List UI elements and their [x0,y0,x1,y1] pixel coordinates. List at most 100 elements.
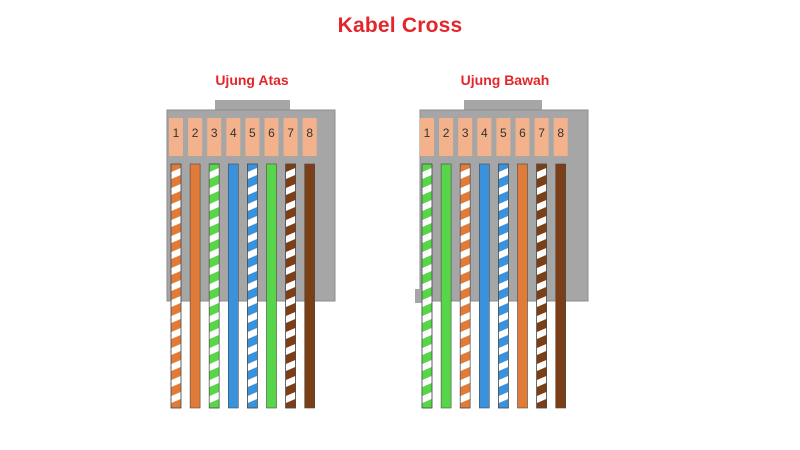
wire-stripe [422,344,432,355]
wire-stripe [498,392,508,403]
wire-stripe [171,312,181,323]
wire-stripe [537,360,547,371]
wire-stripe [286,280,296,291]
wire-stripe [286,216,296,227]
wire-stripe [209,376,219,387]
pin-number: 3 [462,126,469,140]
wire-stripe [209,296,219,307]
wire-stripe [286,344,296,355]
wire-stripe [171,168,181,179]
wire-6 [266,163,277,409]
wire-stripe [460,376,470,387]
wire-stripe [171,264,181,275]
wire-stripe [286,264,296,275]
wire-stripe [498,168,508,179]
wire-stripe [247,168,257,179]
pin-number: 7 [538,126,545,140]
wire-stripe [537,168,547,179]
wire-7 [285,163,296,409]
wire-stripe [247,216,257,227]
pin-slot [553,118,568,156]
wire-5 [498,163,509,409]
wire-stripe [247,376,257,387]
wire-stripe [209,216,219,227]
wire-stripe [460,328,470,339]
wire-stripe [286,200,296,211]
wire-stripe [537,200,547,211]
wire-stripe [247,264,257,275]
wire-stripe [460,392,470,403]
pin-slot [226,118,241,156]
wire-stripe [422,312,432,323]
wire-stripe [422,216,432,227]
wire-3 [208,163,220,409]
pin-number: 4 [481,126,488,140]
wire-stripe [209,248,219,259]
wire-5 [247,163,258,409]
wire-stripe [460,264,470,275]
wire-stripe [247,392,257,403]
pin-slot [302,118,317,156]
wire-outline [421,163,433,409]
wire-base [266,163,277,409]
wire-stripe [460,312,470,323]
wire-stripe [498,280,508,291]
pin-slot [283,118,298,156]
pin-number: 2 [443,126,450,140]
wire-stripe [422,376,432,387]
wire-stripe [247,232,257,243]
wire-stripe [537,232,547,243]
connector-tab [464,100,542,111]
pin-slot [169,118,183,156]
wire-stripe [247,312,257,323]
wire-stripe [498,376,508,387]
wire-stripe [498,200,508,211]
wire-stripe [286,360,296,371]
wire-stripe [422,248,432,259]
wire-1 [170,163,182,409]
pin-number: 5 [249,126,256,140]
wire-stripe [209,200,219,211]
wire-stripe [286,248,296,259]
housing-clip [415,289,422,303]
wire-4 [228,163,239,409]
wire-stripe [498,264,508,275]
pin-slot [188,118,203,156]
wire-stripe [171,344,181,355]
wire-stripe [171,232,181,243]
connector-tab [215,100,290,111]
wire-stripe [498,360,508,371]
wire-2 [440,163,452,409]
pin-slot [245,118,260,156]
pin-slot [477,118,492,156]
wire-outline [208,163,220,409]
wire-stripe [460,280,470,291]
wire-4 [478,163,490,409]
wire-stripe [209,264,219,275]
pin-number: 8 [306,126,313,140]
wire-stripe [460,168,470,179]
wire-base [517,163,528,409]
wire-stripe [286,312,296,323]
pin-slot [515,118,530,156]
wire-stripe [498,216,508,227]
wire-stripe [498,232,508,243]
wire-stripe [537,296,547,307]
wire-stripe [498,328,508,339]
wire-stripe [537,264,547,275]
wire-7 [536,163,547,409]
wire-stripe [247,248,257,259]
pin-number: 5 [500,126,507,140]
wire-stripe [460,200,470,211]
wire-stripe [209,312,219,323]
wire-stripe [209,232,219,243]
wire-stripe [286,392,296,403]
connector-label-top: Ujung Atas [215,72,289,88]
wire-stripe [247,328,257,339]
wire-stripe [422,360,432,371]
wire-stripe [209,392,219,403]
wire-stripe [537,376,547,387]
